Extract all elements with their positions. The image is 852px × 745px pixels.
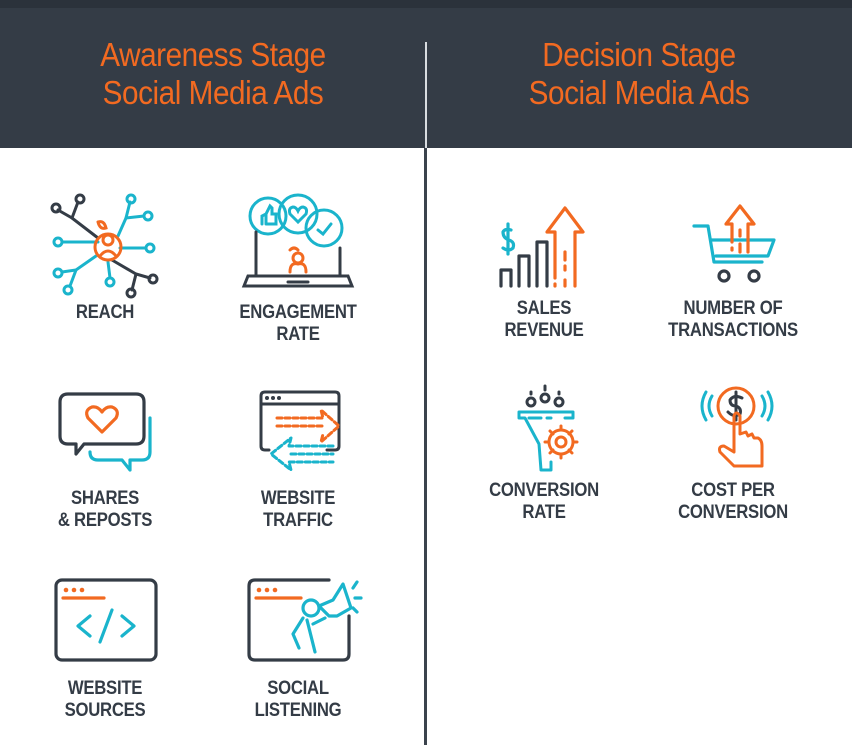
metric-label-line2: TRAFFIC bbox=[263, 510, 333, 531]
awareness-title-line2: Social Media Ads bbox=[102, 74, 324, 111]
metric-label-line2: RATE bbox=[276, 324, 320, 345]
header-divider bbox=[425, 42, 427, 148]
metric-label-line1: ENGAGEMENT bbox=[239, 302, 357, 323]
network-person-icon bbox=[50, 193, 159, 299]
awareness-title: Awareness Stage Social Media Ads bbox=[21, 36, 404, 112]
metric-label-line1: SHARES bbox=[70, 488, 140, 509]
metric-conversion-rate: CONVERSION RATE bbox=[459, 382, 629, 524]
metric-label-line1: SALES bbox=[516, 298, 572, 319]
metric-label-line1: SOCIAL bbox=[267, 678, 329, 699]
decision-title-line1: Decision Stage bbox=[542, 36, 736, 73]
metric-label-line1: CONVERSION bbox=[489, 480, 599, 501]
column-divider bbox=[424, 148, 427, 745]
browser-code-icon bbox=[54, 578, 158, 662]
header-bar: Awareness Stage Social Media Ads Decisio… bbox=[0, 0, 852, 148]
funnel-gear-icon bbox=[517, 384, 579, 472]
metric-label-line2: TRANSACTIONS bbox=[668, 320, 798, 341]
metric-number-of-transactions: NUMBER OF TRANSACTIONS bbox=[648, 200, 818, 342]
metric-label-line2: CONVERSION bbox=[678, 502, 788, 523]
metric-label-line1: COST PER bbox=[691, 480, 775, 501]
browser-megaphone-icon bbox=[247, 578, 363, 662]
metric-label-line1: WEBSITE bbox=[260, 488, 336, 509]
cart-arrow-icon bbox=[692, 204, 776, 283]
metric-label-line2: & REPOSTS bbox=[57, 510, 153, 531]
chat-heart-icon bbox=[58, 392, 152, 472]
decision-title: Decision Stage Social Media Ads bbox=[447, 36, 830, 112]
metric-cost-per-conversion: COST PER CONVERSION bbox=[648, 382, 818, 524]
metric-reach: REACH bbox=[20, 192, 190, 324]
metric-sales-revenue: SALES REVENUE bbox=[459, 200, 629, 342]
metric-label-line2: REVENUE bbox=[504, 320, 584, 341]
revenue-chart-icon bbox=[499, 206, 585, 288]
metric-website-sources: WEBSITE SOURCES bbox=[20, 576, 190, 722]
awareness-title-line1: Awareness Stage bbox=[100, 36, 326, 73]
metric-engagement-rate: ENGAGEMENT RATE bbox=[213, 192, 383, 346]
metric-label-line1: REACH bbox=[75, 302, 135, 323]
browser-arrows-icon bbox=[259, 390, 341, 472]
laptop-engagement-icon bbox=[241, 193, 355, 288]
metric-label-line1: WEBSITE bbox=[67, 678, 143, 699]
hand-coin-icon bbox=[700, 386, 774, 468]
decision-title-line2: Social Media Ads bbox=[528, 74, 750, 111]
metric-label-line2: SOURCES bbox=[64, 700, 146, 721]
metric-shares-reposts: SHARES & REPOSTS bbox=[20, 388, 190, 532]
header-top-strip bbox=[0, 0, 852, 8]
metric-label-line2: RATE bbox=[522, 502, 566, 523]
metric-label-line1: NUMBER OF bbox=[683, 298, 783, 319]
metric-label-line2: LISTENING bbox=[254, 700, 342, 721]
metric-website-traffic: WEBSITE TRAFFIC bbox=[213, 388, 383, 532]
metric-social-listening: SOCIAL LISTENING bbox=[213, 576, 383, 722]
